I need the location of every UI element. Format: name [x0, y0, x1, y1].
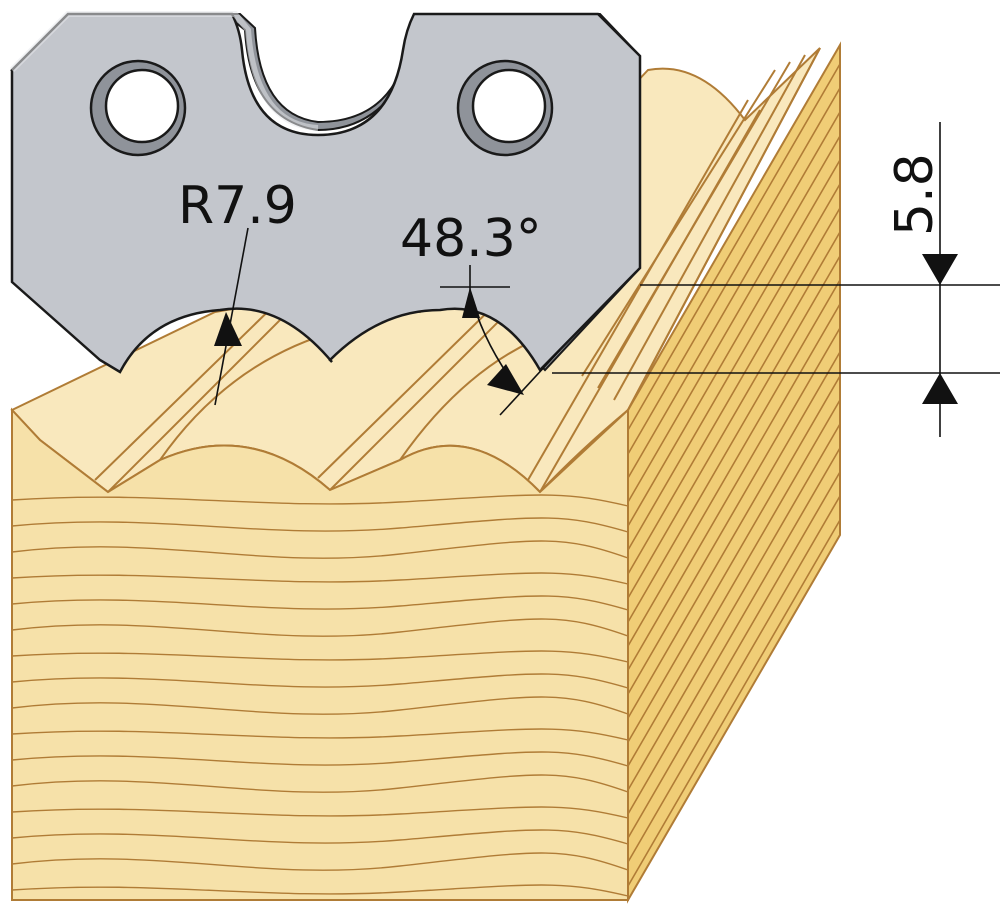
- side-grain-line: [627, 135, 841, 503]
- side-grain-line: [627, 495, 841, 863]
- front-grain-line: [11, 728, 629, 741]
- radius-dimension: R7.9: [178, 176, 297, 406]
- side-grain-line: [627, 375, 841, 743]
- front-grain-line: [11, 572, 629, 585]
- radius-label: R7.9: [178, 176, 297, 236]
- front-grain-line: [11, 852, 629, 871]
- front-grain-line: [11, 806, 629, 819]
- side-grain-line: [627, 255, 841, 623]
- angle-label: 48.3°: [400, 209, 542, 269]
- front-grain-line: [11, 751, 629, 767]
- front-face-grain: [11, 494, 629, 897]
- front-grain-line: [11, 494, 629, 507]
- side-grain-line: [627, 423, 841, 791]
- cutter-blade: [9, 11, 642, 374]
- side-grain-line: [627, 327, 841, 695]
- front-grain-line: [11, 884, 629, 897]
- depth-dimension: 5.8: [552, 122, 1000, 437]
- front-grain-line: [11, 696, 629, 715]
- front-grain-line: [11, 774, 629, 793]
- side-grain-line: [627, 399, 841, 767]
- front-grain-line: [11, 650, 629, 663]
- side-grain-line: [627, 471, 841, 839]
- front-grain-line: [11, 673, 629, 689]
- side-grain-line: [627, 303, 841, 671]
- mounting-hole-left: [89, 59, 187, 157]
- dimension-annotations: R7.9 48.3° 5.8: [178, 122, 1000, 437]
- side-grain-line: [627, 111, 841, 479]
- depth-arrowhead-bottom-icon: [922, 373, 958, 404]
- front-grain-line: [11, 540, 629, 559]
- angle-dimension: 48.3°: [400, 209, 561, 416]
- front-grain-line: [11, 595, 629, 611]
- radius-arrowhead-icon: [214, 312, 242, 346]
- side-grain-line: [627, 63, 841, 431]
- side-grain-line: [627, 183, 841, 551]
- wood-side-face: [627, 41, 841, 904]
- depth-label: 5.8: [885, 153, 945, 236]
- side-grain-line: [627, 351, 841, 719]
- mounting-hole-right: [456, 59, 554, 157]
- side-grain-line: [627, 87, 841, 455]
- side-grain-line: [627, 207, 841, 575]
- front-grain-line: [11, 618, 629, 637]
- angle-arrowhead-bottom-icon: [487, 364, 524, 395]
- side-grain-line: [627, 519, 841, 887]
- side-grain-line: [627, 447, 841, 815]
- side-grain-line: [627, 159, 841, 527]
- wood-front-face: [11, 407, 629, 901]
- angle-arrowhead-top-icon: [462, 287, 480, 318]
- wood-block: [10, 41, 841, 904]
- depth-arrowhead-top-icon: [922, 254, 958, 285]
- side-face-grain: [627, 63, 841, 887]
- side-grain-line: [627, 279, 841, 647]
- front-grain-line: [11, 517, 629, 533]
- front-grain-line: [11, 829, 629, 845]
- side-grain-line: [627, 231, 841, 599]
